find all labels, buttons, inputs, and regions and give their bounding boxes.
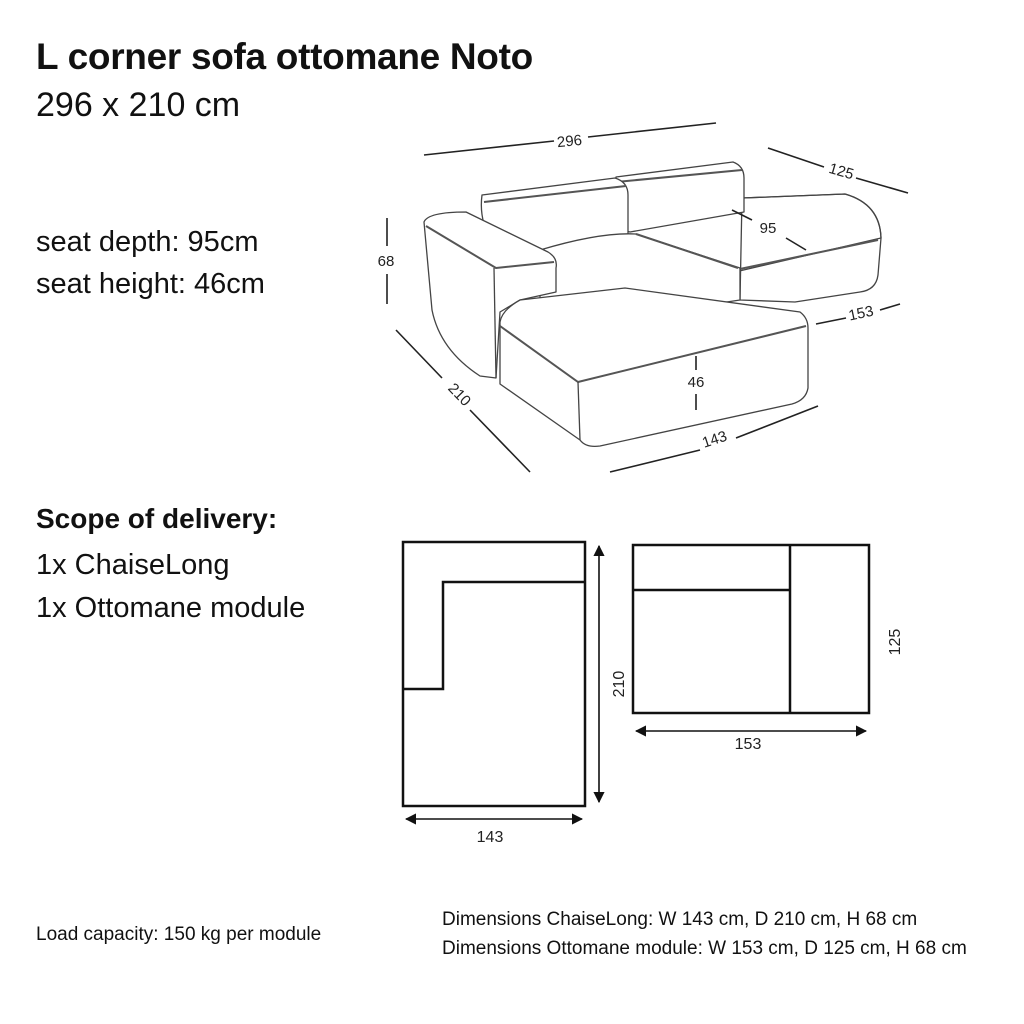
- seat-depth-spec: seat depth: 95cm: [36, 226, 259, 258]
- iso-dimension-lines: [386, 122, 909, 473]
- dims-chaiselong: Dimensions ChaiseLong: W 143 cm, D 210 c…: [442, 909, 918, 930]
- plan-chaise-width: 143: [477, 829, 504, 846]
- product-title: L corner sofa ottomane Noto: [36, 36, 533, 77]
- plan-chaise-depth: 210: [611, 671, 628, 698]
- chaise-outline: [401, 540, 587, 808]
- chaise-front-edge: [577, 381, 581, 441]
- ottoman-top: [734, 193, 882, 273]
- armrest: [423, 211, 557, 379]
- back-cushion-right-seam: [615, 169, 743, 183]
- plan-ottoman-width: 153: [735, 736, 762, 753]
- dims-ottomane: Dimensions Ottomane module: W 153 cm, D …: [442, 938, 967, 959]
- chaise-seat-outline: [403, 580, 585, 691]
- dim-ottoman-depth: 125: [827, 160, 856, 183]
- ottoman-seam: [734, 239, 879, 271]
- middle-seat-seam: [635, 233, 739, 269]
- load-capacity: Load capacity: 150 kg per module: [36, 924, 322, 945]
- scope-heading: Scope of delivery:: [36, 503, 278, 534]
- plan-ottoman: [631, 543, 871, 715]
- dim-width-total: 296: [556, 132, 583, 152]
- scope-item-chaiselong: 1x ChaiseLong: [36, 549, 230, 581]
- isometric-sofa: [423, 161, 882, 448]
- chaise-seat: [499, 287, 809, 448]
- dim-seat-height: 46: [688, 374, 705, 391]
- ottoman-body: [739, 193, 882, 303]
- dim-depth-total: 210: [444, 380, 474, 410]
- dim-seat-depth: 95: [760, 220, 777, 237]
- back-cushion-left-seam: [483, 185, 627, 203]
- dim-chaise-width: 143: [700, 428, 729, 452]
- dim-height: 68: [378, 253, 395, 270]
- armrest-edge: [493, 267, 497, 379]
- ottoman-outline: [631, 543, 871, 715]
- seat-height-spec: seat height: 46cm: [36, 268, 265, 300]
- dim-ottoman-width: 153: [847, 303, 875, 325]
- plan-ottoman-depth: 125: [887, 629, 904, 656]
- scope-item-ottomane: 1x Ottomane module: [36, 592, 306, 624]
- product-size: 296 x 210 cm: [36, 86, 241, 124]
- plan-chaiselong-dims: [404, 544, 605, 825]
- armrest-top-seam: [425, 225, 555, 269]
- plan-chaiselong: [401, 540, 587, 808]
